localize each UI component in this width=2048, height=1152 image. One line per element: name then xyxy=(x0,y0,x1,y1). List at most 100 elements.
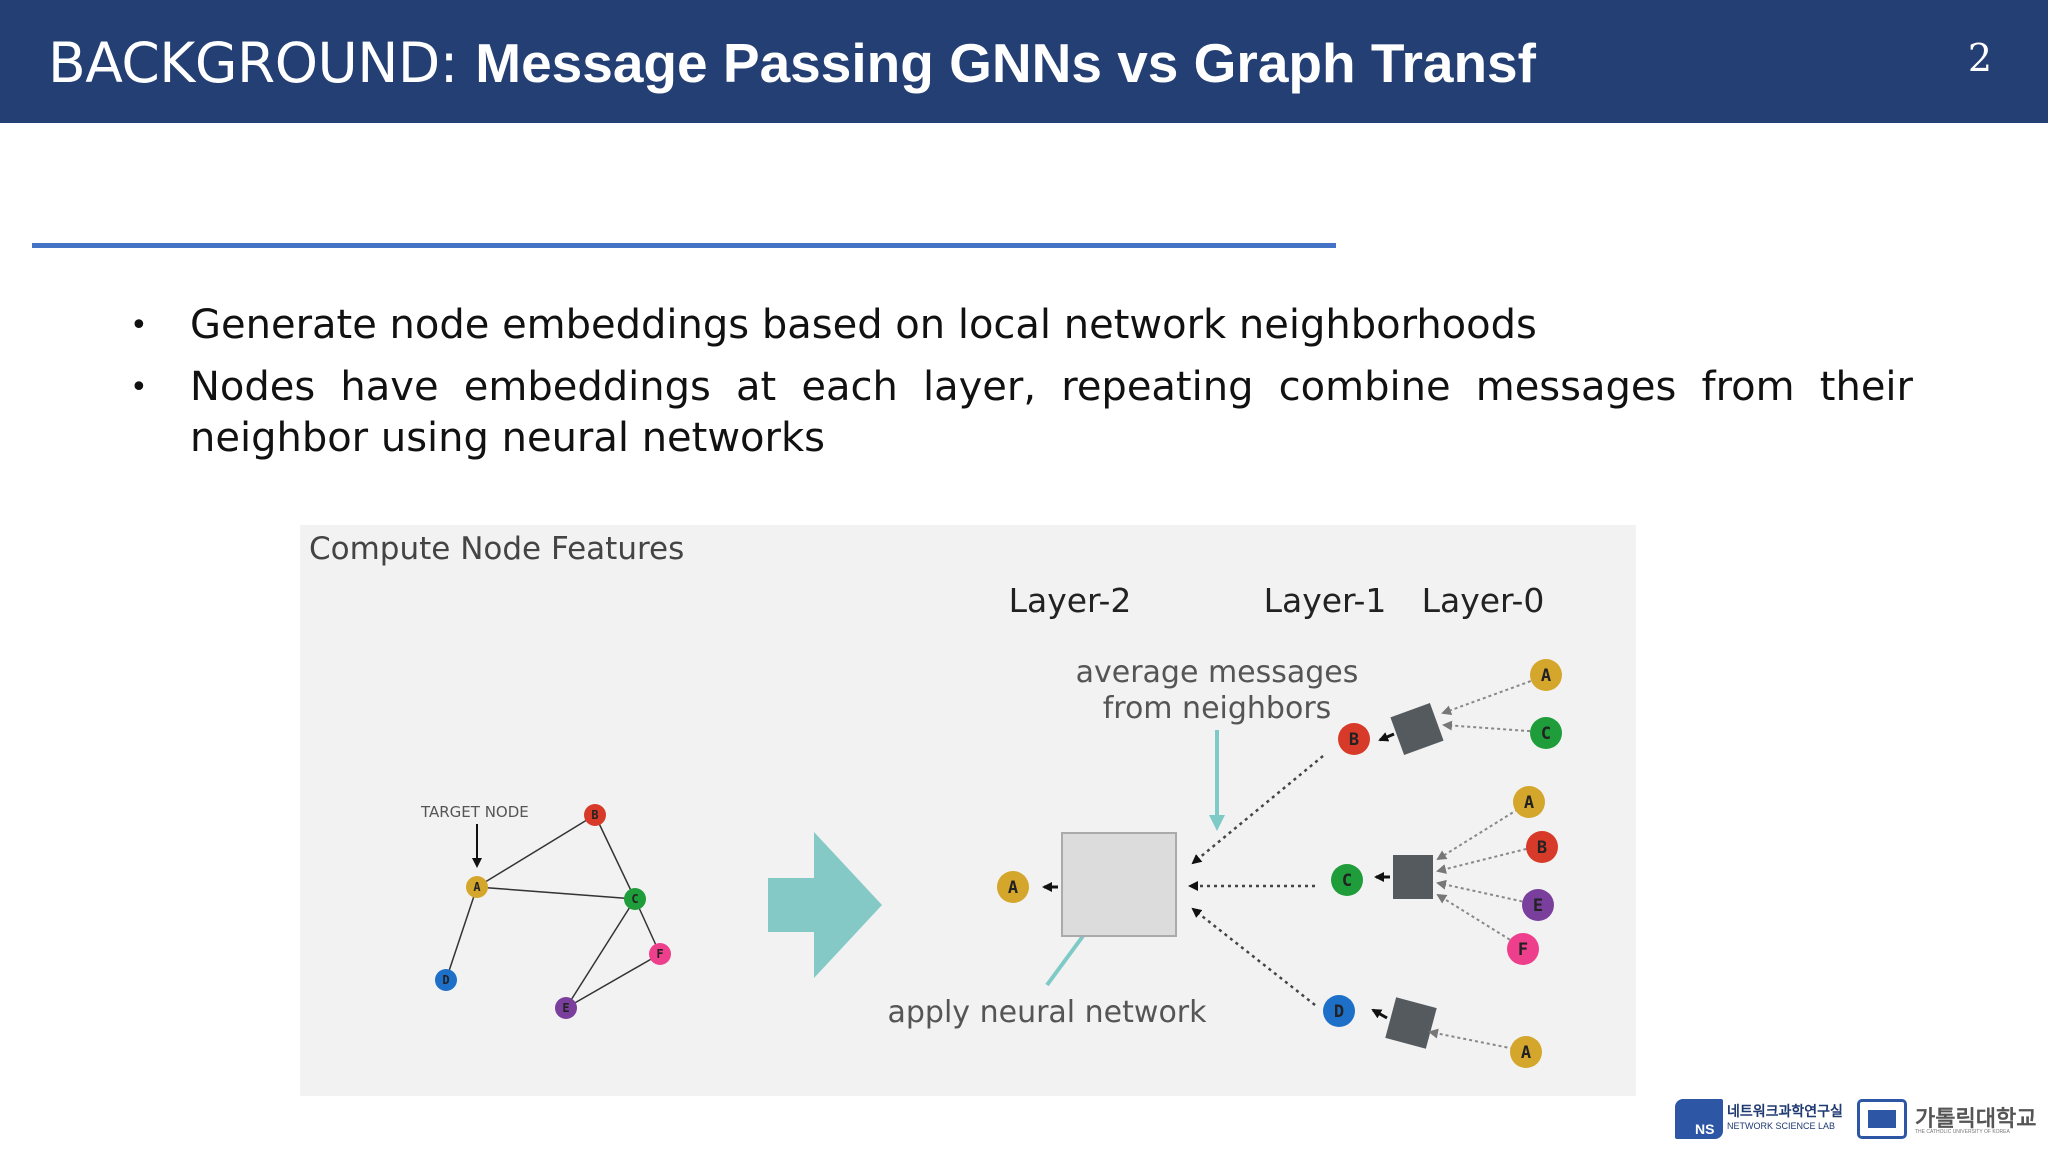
layer1-arrow-icon xyxy=(1378,732,1395,742)
node-circle xyxy=(1522,889,1554,921)
node-label: A xyxy=(1008,878,1018,898)
node-layer: A B C D E F A B A C C A B E F D A xyxy=(435,659,1562,1068)
node-circle xyxy=(555,997,577,1019)
layer0-arrow-icon xyxy=(1442,720,1543,733)
layer0-arrow-icon xyxy=(1428,1028,1526,1052)
node-label: D xyxy=(1334,1002,1344,1022)
node-circle xyxy=(1526,831,1558,863)
bullet-list: • Generate node embeddings based on loca… xyxy=(130,300,1913,475)
layer0-node: B xyxy=(1526,831,1558,863)
figure-title: Compute Node Features xyxy=(309,531,684,567)
layer-label: Layer-1 xyxy=(1264,581,1387,620)
slide-header: BACKGROUND: Message Passing GNNs vs Grap… xyxy=(0,0,2048,123)
node-label: C xyxy=(1342,871,1352,891)
layer-label: Layer-0 xyxy=(1422,581,1545,620)
node-circle xyxy=(1338,723,1370,755)
bullet-item: • Nodes have embeddings at each layer, r… xyxy=(130,362,1913,464)
target-node-label: TARGET NODE xyxy=(420,803,529,821)
bullet-text: Generate node embeddings based on local … xyxy=(190,302,1537,348)
layer0-node: A xyxy=(1513,786,1545,818)
university-name-korean: 가톨릭대학교 xyxy=(1915,1107,2037,1132)
graph-node-f: F xyxy=(649,943,671,965)
node-label: D xyxy=(442,973,449,987)
layer1-node: C xyxy=(1331,864,1363,896)
network-science-lab-logo-icon: NS xyxy=(1675,1099,1723,1139)
layer0-node: A xyxy=(1530,659,1562,691)
node-label: B xyxy=(591,808,598,822)
layer1-aggregator-box xyxy=(1390,703,1444,755)
annotation-apply: apply neural network xyxy=(888,995,1208,1030)
layer0-arrow-icon xyxy=(1436,845,1539,874)
node-label: C xyxy=(1541,724,1551,744)
graph-node-c: C xyxy=(624,888,646,910)
layer-label: Layer-2 xyxy=(1009,581,1132,620)
graph-edge xyxy=(594,814,636,900)
graph-node-e: E xyxy=(555,997,577,1019)
node-circle xyxy=(1507,933,1539,965)
layer1-aggregator-box xyxy=(1385,997,1437,1049)
bullet-text: Nodes have embeddings at each layer, rep… xyxy=(190,364,1913,461)
layer1-aggregator-box xyxy=(1393,855,1433,899)
layer0-arrow-icon xyxy=(1436,893,1521,947)
page-number: 2 xyxy=(1967,36,1992,80)
layer1-arrow-icon xyxy=(1371,1008,1388,1020)
gnn-diagram: Compute Node Features TARGET NODE Layer-… xyxy=(309,531,1562,1068)
node-circle xyxy=(624,888,646,910)
title-main: Message Passing GNNs vs Graph Transf xyxy=(475,32,1536,94)
layer0-arrow-icon xyxy=(1436,879,1535,905)
node-label: F xyxy=(1518,940,1528,960)
node-circle xyxy=(1331,864,1363,896)
graph-node-a: A xyxy=(466,876,488,898)
layer0-node: E xyxy=(1522,889,1554,921)
node-label: B xyxy=(1537,838,1547,858)
lab-name-korean: 네트워크과학연구실 xyxy=(1727,1104,1843,1120)
graph-edge xyxy=(476,814,596,888)
layer1-node: D xyxy=(1323,995,1355,1027)
node-label: E xyxy=(1533,896,1543,916)
tree-root-node: A xyxy=(997,871,1029,903)
node-circle xyxy=(1323,995,1355,1027)
node-circle xyxy=(466,876,488,898)
node-circle xyxy=(1510,1036,1542,1068)
title-prefix: BACKGROUND: xyxy=(48,31,458,95)
node-circle xyxy=(997,871,1029,903)
bullet-dot-icon: • xyxy=(130,370,148,405)
accent-rule xyxy=(32,243,1336,248)
lab-initials: NS xyxy=(1695,1121,1715,1137)
node-label: B xyxy=(1349,730,1359,750)
message-arrow-icon xyxy=(1191,907,1316,1006)
annotation-average-line1: average messages xyxy=(1076,655,1359,690)
layer0-node: A xyxy=(1510,1036,1542,1068)
annotation-average-line2: from neighbors xyxy=(1103,691,1332,726)
message-arrow-icon xyxy=(1191,755,1324,865)
node-label: A xyxy=(1524,793,1534,813)
slide-title: BACKGROUND: Message Passing GNNs vs Grap… xyxy=(48,26,1536,100)
node-label: A xyxy=(1541,666,1551,686)
node-circle xyxy=(584,804,606,826)
graph-node-d: D xyxy=(435,969,457,991)
graph-node-b: B xyxy=(584,804,606,826)
bullet-item: • Generate node embeddings based on loca… xyxy=(130,300,1913,351)
layer0-arrow-icon xyxy=(1441,676,1543,715)
node-circle xyxy=(435,969,457,991)
node-label: C xyxy=(631,892,638,906)
lab-name-english: NETWORK SCIENCE LAB xyxy=(1727,1121,1836,1131)
node-circle xyxy=(1530,659,1562,691)
node-circle xyxy=(1530,717,1562,749)
node-circle xyxy=(1513,786,1545,818)
graph-edge xyxy=(445,886,478,981)
node-label: F xyxy=(656,947,663,961)
graph-edge xyxy=(476,886,636,900)
bullet-dot-icon: • xyxy=(130,308,148,343)
node-circle xyxy=(649,943,671,965)
university-name-english: THE CATHOLIC UNIVERSITY OF KOREA xyxy=(1915,1129,2010,1135)
layer0-node: F xyxy=(1507,933,1539,965)
university-logo-icon xyxy=(1857,1099,1907,1139)
node-label: E xyxy=(562,1001,569,1015)
big-teal-arrow-icon xyxy=(768,832,882,978)
layer0-node: C xyxy=(1530,717,1562,749)
footer-logos: NS 네트워크과학연구실 NETWORK SCIENCE LAB 가톨릭대학교 … xyxy=(1675,1095,2037,1143)
aggregator-box xyxy=(1061,832,1177,937)
layer0-arrow-icon xyxy=(1436,802,1529,861)
gnn-figure: Compute Node Features TARGET NODE Layer-… xyxy=(300,525,1636,1096)
